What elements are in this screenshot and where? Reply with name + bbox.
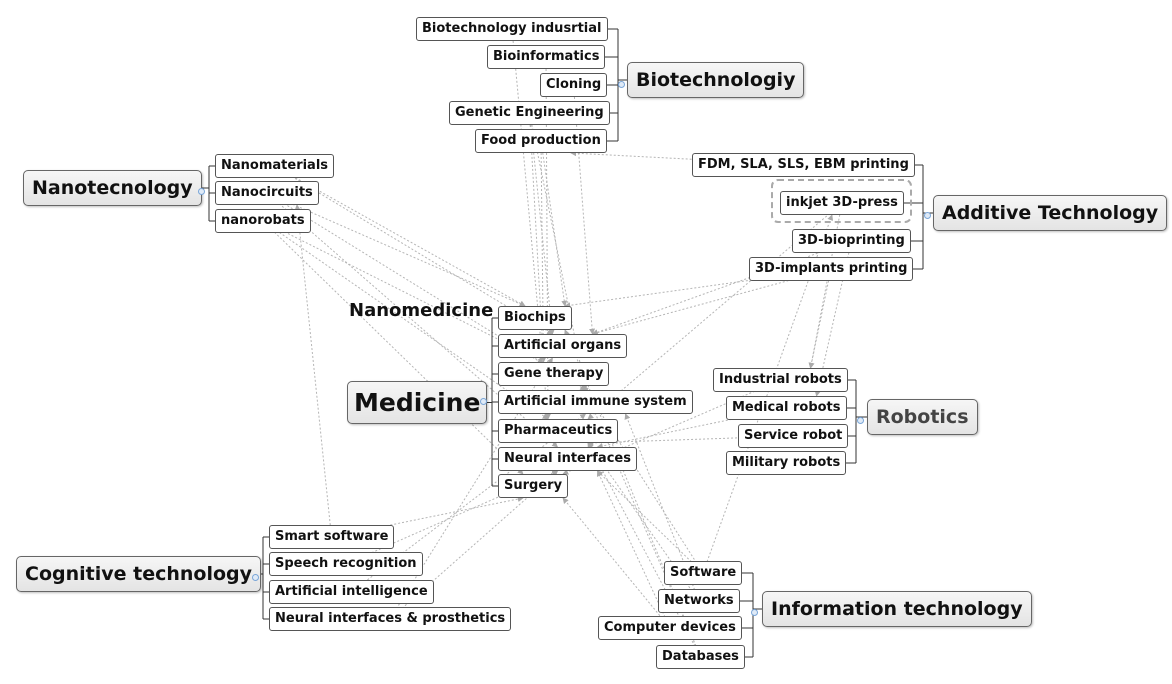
topic-military-robots[interactable]: Military robots [726, 451, 847, 475]
selection-frame [771, 179, 912, 223]
topic-speech-recognition[interactable]: Speech recognition [269, 552, 423, 576]
topic-smart-software[interactable]: Smart software [269, 525, 395, 549]
hub-nanotechnology[interactable]: Nanotecnology [23, 170, 202, 206]
topic-nanomaterials[interactable]: Nanomaterials [215, 154, 335, 178]
topic-3d-implants-printing[interactable]: 3D-implants printing [749, 257, 914, 281]
nanomedicine-label: Nanomedicine [349, 300, 494, 321]
topic-databases[interactable]: Databases [656, 645, 745, 669]
topic-service-robot[interactable]: Service robot [738, 424, 849, 448]
topic-inkjet-3d-press[interactable]: inkjet 3D-press [780, 191, 904, 215]
topic-biochips[interactable]: Biochips [498, 306, 572, 330]
hub-medicine[interactable]: Medicine [347, 381, 488, 424]
collapse-dot-nanotechnology[interactable] [198, 188, 205, 195]
topic-artificial-organs[interactable]: Artificial organs [498, 334, 628, 358]
topic-food-production[interactable]: Food production [475, 129, 607, 153]
topic-fdm-sla-sls-ebm-printing[interactable]: FDM, SLA, SLS, EBM printing [692, 153, 915, 177]
topic-neural-interfaces-prosthetics[interactable]: Neural interfaces & prosthetics [269, 607, 512, 631]
topic-software[interactable]: Software [664, 561, 743, 585]
topic-neural-interfaces[interactable]: Neural interfaces [498, 447, 637, 471]
topic-genetic-engineering[interactable]: Genetic Engineering [449, 101, 610, 125]
topic-biotechnology-industrial[interactable]: Biotechnology indusrtial [416, 17, 608, 41]
topic-gene-therapy[interactable]: Gene therapy [498, 362, 610, 386]
topic-artificial-immune-system[interactable]: Artificial immune system [498, 390, 693, 414]
hub-robotics[interactable]: Robotics [867, 399, 978, 435]
collapse-dot-biotechnology[interactable] [618, 81, 625, 88]
topic-networks[interactable]: Networks [658, 589, 740, 613]
topic-pharmaceutics[interactable]: Pharmaceutics [498, 419, 619, 443]
topic-nanorobats[interactable]: nanorobats [215, 209, 311, 233]
collapse-dot-robotics[interactable] [857, 417, 864, 424]
topic-artificial-intelligence[interactable]: Artificial intelligence [269, 580, 434, 604]
collapse-dot-additive[interactable] [924, 212, 931, 219]
topic-cloning[interactable]: Cloning [540, 73, 608, 97]
hub-information-technology[interactable]: Information technology [762, 591, 1032, 627]
collapse-dot-medicine[interactable] [480, 398, 487, 405]
topic-industrial-robots[interactable]: Industrial robots [713, 368, 848, 392]
topic-nanocircuits[interactable]: Nanocircuits [215, 181, 319, 205]
hub-additive-technology[interactable]: Additive Technology [933, 195, 1168, 231]
topic-bioinformatics[interactable]: Bioinformatics [487, 45, 606, 69]
topic-computer-devices[interactable]: Computer devices [598, 616, 742, 640]
topic-surgery[interactable]: Surgery [498, 474, 569, 498]
collapse-dot-cognitive[interactable] [252, 574, 259, 581]
topic-medical-robots[interactable]: Medical robots [726, 396, 847, 420]
hub-cognitive-technology[interactable]: Cognitive technology [16, 556, 262, 592]
topic-3d-bioprinting[interactable]: 3D-bioprinting [792, 229, 911, 253]
collapse-dot-information[interactable] [751, 609, 758, 616]
hub-biotechnology[interactable]: Biotechnologiy [627, 62, 805, 98]
